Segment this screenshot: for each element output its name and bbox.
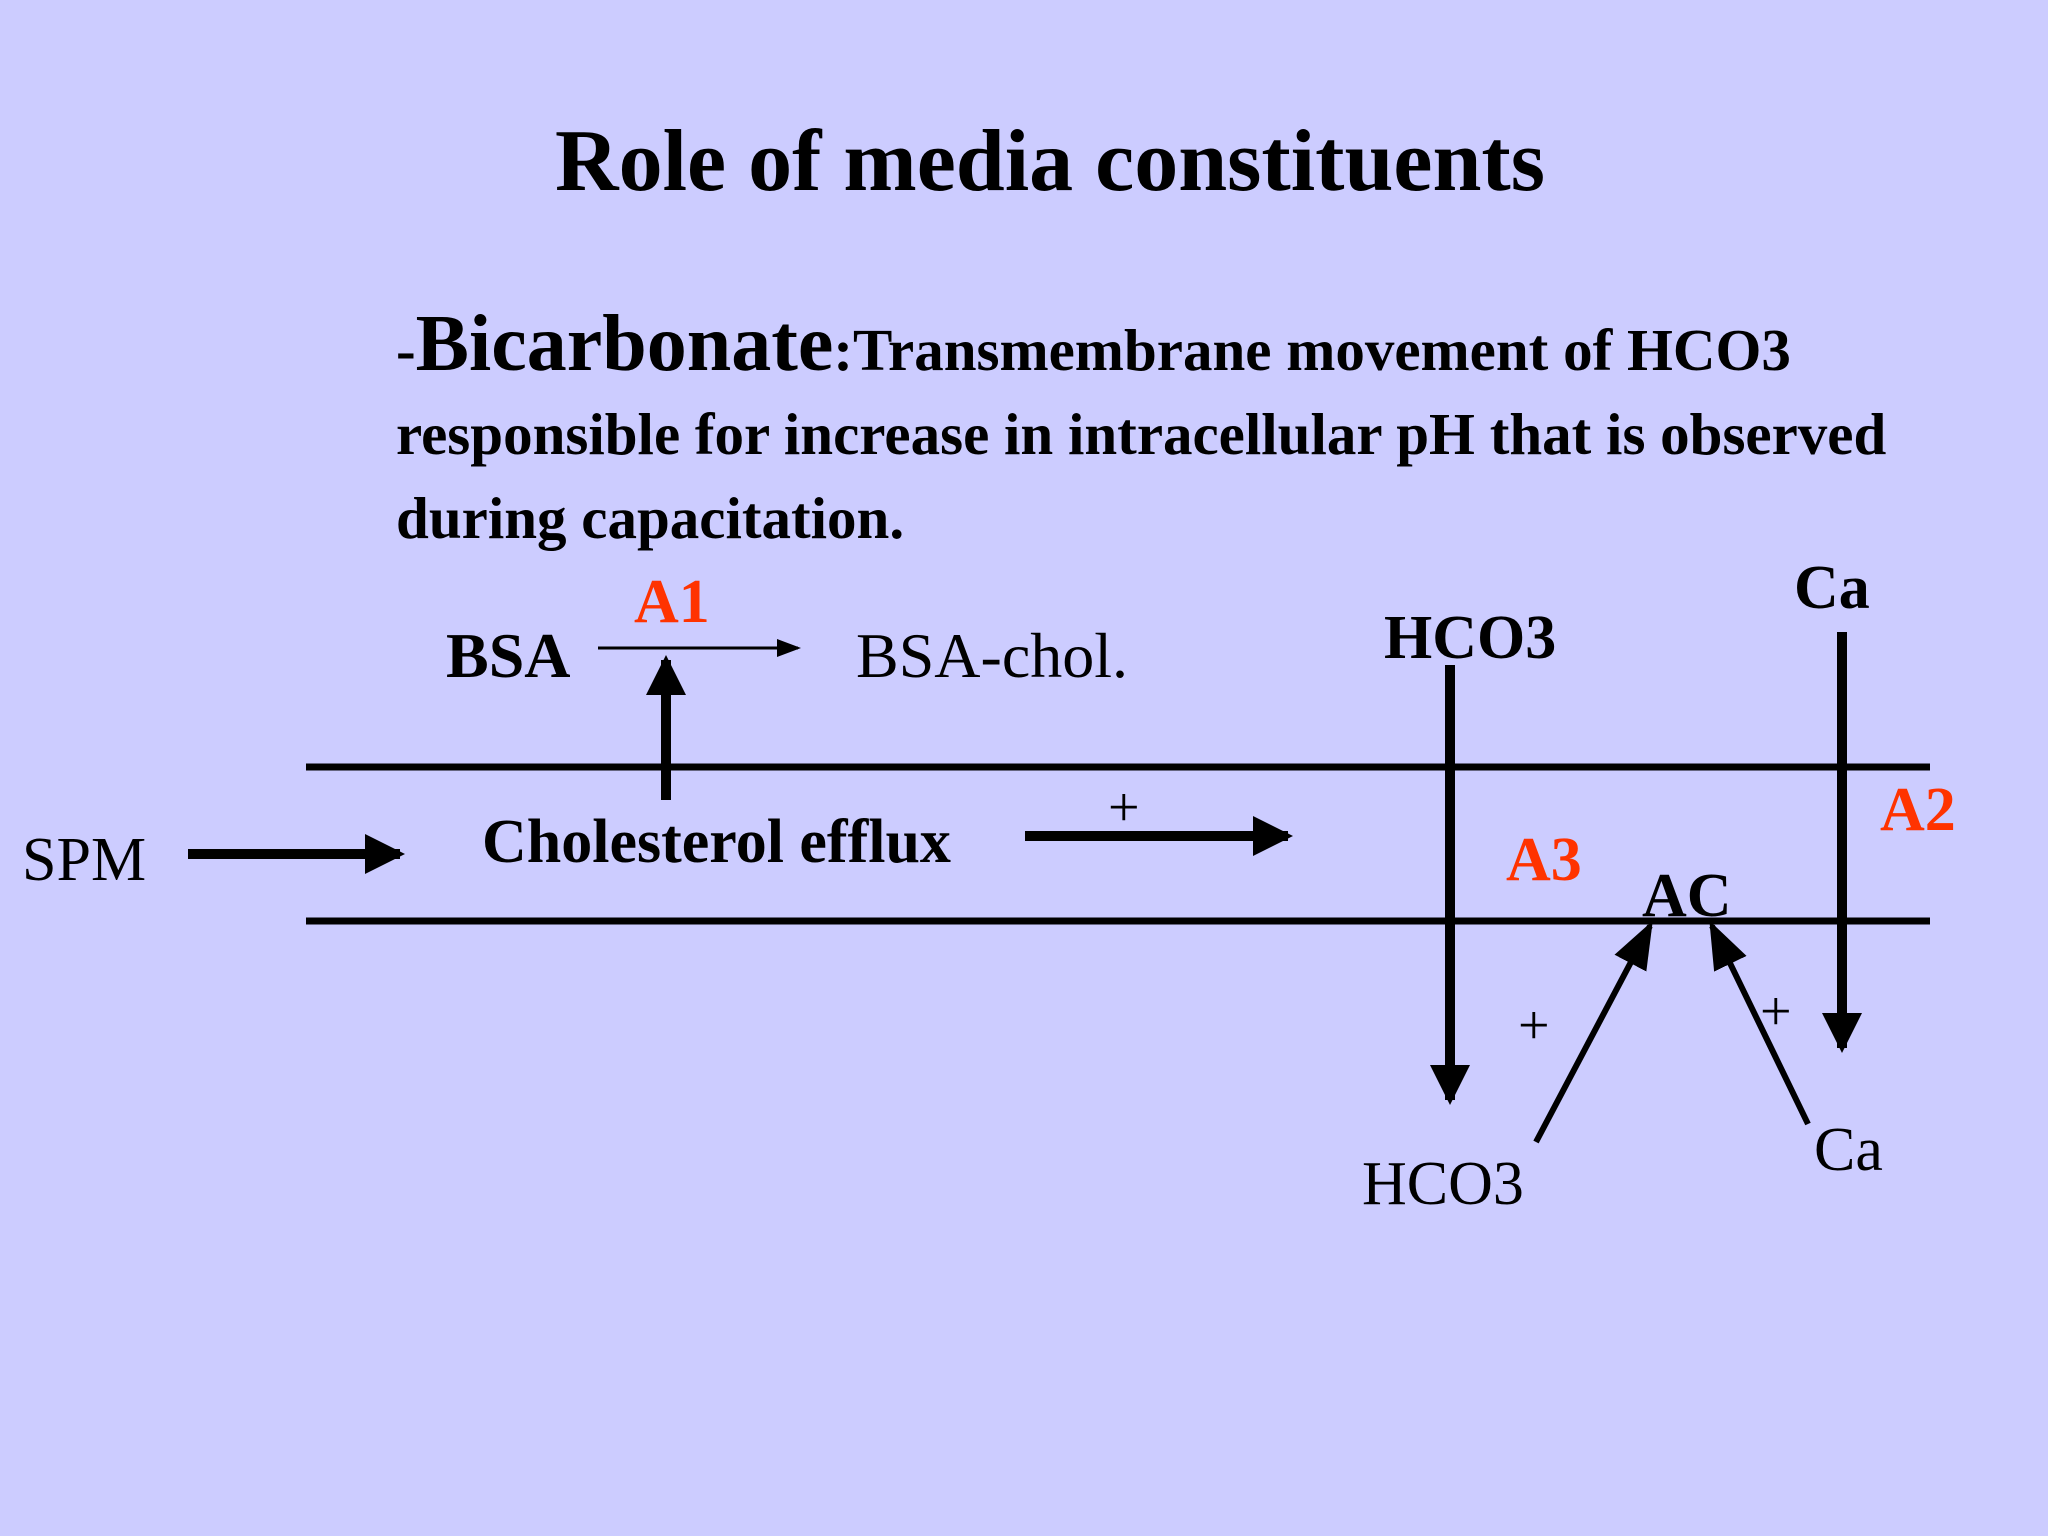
bicarbonate-description: -Bicarbonate:Transmembrane movement of H… (396, 302, 2016, 560)
efflux-plus-sign: + (1108, 777, 1140, 839)
hco3-outside-label: HCO3 (1384, 604, 1556, 672)
cholesterol-efflux-label: Cholesterol efflux (482, 808, 951, 876)
bicarbonate-keyword: Bicarbonate (415, 300, 834, 388)
ca-inside-label: Ca (1814, 1116, 1883, 1184)
ca-outside-label: Ca (1794, 554, 1870, 622)
hco3-ac-plus-sign: + (1518, 995, 1550, 1057)
ac-label: AC (1642, 862, 1732, 930)
slide-title: Role of media constituents (555, 113, 1545, 210)
ca-ac-plus-sign: + (1760, 981, 1792, 1043)
a3-label: A3 (1506, 826, 1582, 894)
bullet-dash: - (396, 317, 416, 383)
a2-label: A2 (1880, 776, 1956, 844)
hco3-to-ac-arrow (1533, 920, 1653, 1144)
hco3-inside-label: HCO3 (1362, 1150, 1524, 1218)
bsa-chol-label: BSA-chol. (856, 620, 1128, 691)
a1-label: A1 (634, 568, 710, 636)
bicarbonate-text: :Transmembrane movement of HCO3 responsi… (396, 317, 1887, 551)
spm-label: SPM (22, 826, 146, 894)
ca-to-ac-arrow (1709, 920, 1811, 1126)
bsa-label: BSA (446, 620, 571, 691)
